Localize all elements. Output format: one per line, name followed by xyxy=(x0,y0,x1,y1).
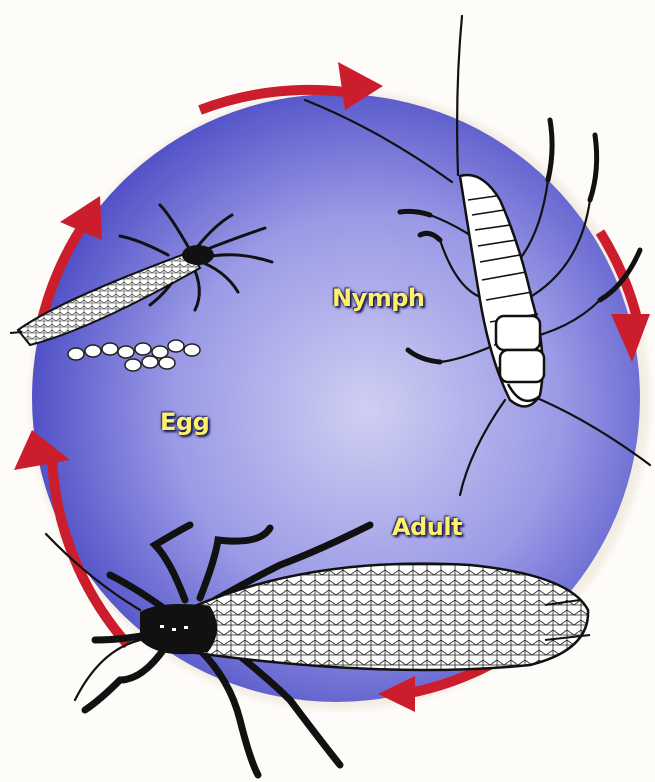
egg-label: Egg xyxy=(160,408,209,436)
nymph-label: Nymph xyxy=(332,284,425,312)
adult-label: Adult xyxy=(392,513,462,541)
